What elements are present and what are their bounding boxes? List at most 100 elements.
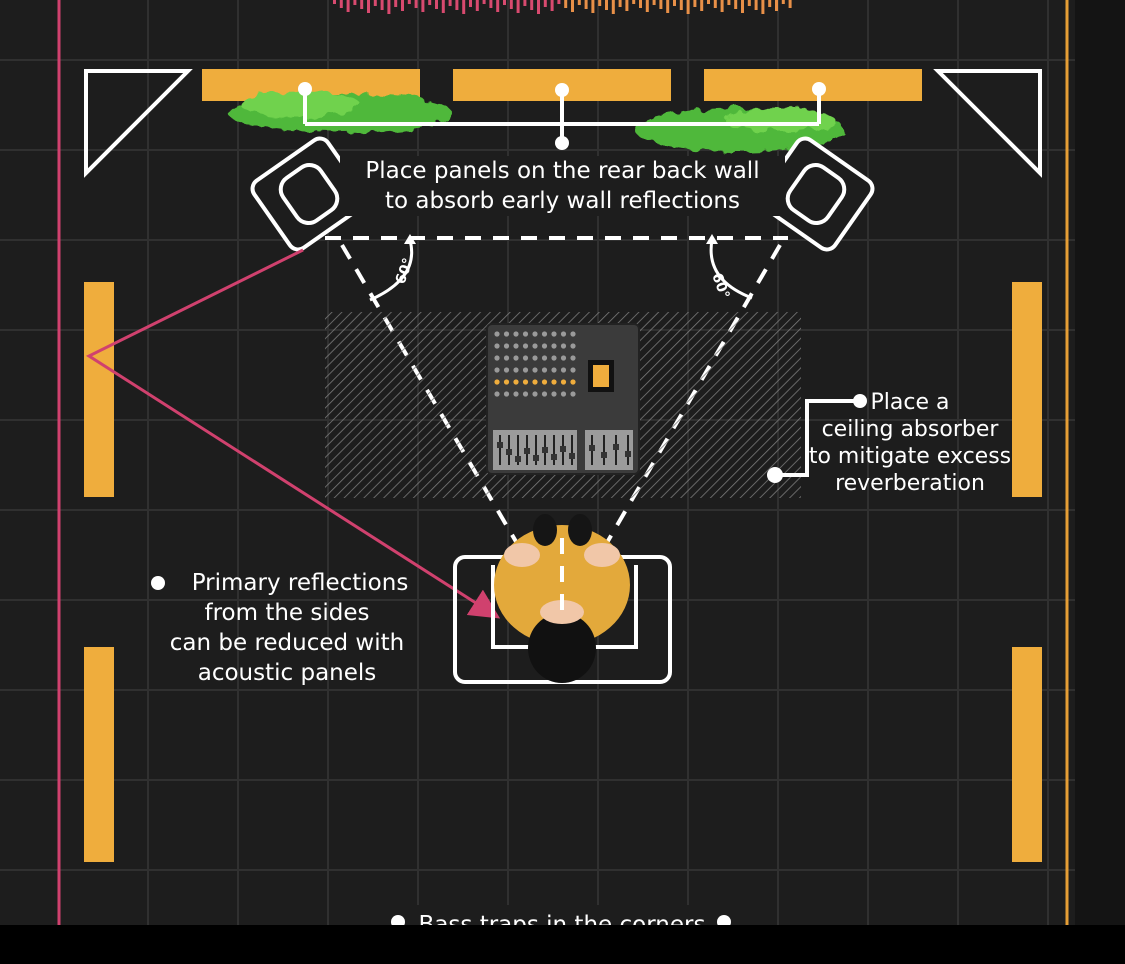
callout-dot	[853, 394, 867, 408]
console-knob	[551, 331, 557, 337]
waveform-bar	[713, 0, 717, 8]
console-knob	[513, 391, 519, 397]
waveform-bar	[401, 0, 404, 11]
rear-wall-caption-line: Place panels on the rear back wall	[365, 158, 760, 184]
waveform-bar	[360, 0, 364, 9]
waveform-bar	[754, 0, 758, 10]
console-knob	[503, 331, 510, 337]
callout-dot	[555, 83, 569, 97]
console-knob	[522, 343, 529, 349]
waveform-bar	[584, 0, 588, 9]
waveform-bar	[469, 0, 472, 7]
angle-arc-left	[369, 239, 414, 302]
console-fader-slot	[517, 435, 519, 465]
waveform-bar	[346, 0, 350, 12]
console-knob	[522, 355, 529, 361]
console-fader-cap	[569, 453, 575, 459]
console-knob	[551, 343, 557, 349]
waveform-bar	[659, 0, 663, 9]
console-knob	[541, 343, 548, 349]
console-fader-slot	[571, 435, 573, 465]
console-fader-slot	[553, 435, 555, 465]
console-knob	[560, 343, 567, 349]
console-fader-cap	[601, 452, 607, 458]
console-knob	[513, 367, 519, 373]
console-knob	[541, 391, 548, 397]
console-knob	[551, 379, 557, 385]
console-knob	[503, 343, 510, 349]
waveform-bar	[428, 0, 432, 5]
callout-dot	[555, 136, 569, 150]
rear-panel-right	[704, 69, 922, 101]
console-fader-cap	[625, 451, 631, 457]
waveform-bar	[788, 0, 792, 8]
console-knob	[551, 367, 557, 373]
waveform-bar	[353, 0, 357, 5]
console-knob	[560, 355, 567, 361]
console-knob	[532, 331, 538, 337]
console-knob	[560, 379, 567, 385]
waveform-bar	[741, 0, 744, 13]
console-fader-cap	[589, 445, 595, 451]
console-knob	[494, 331, 500, 337]
console-fader-cap	[613, 444, 619, 450]
console-knob	[541, 379, 548, 385]
waveform-bar	[414, 0, 418, 8]
waveform-bar	[475, 0, 479, 11]
waveform-bar	[380, 0, 384, 10]
waveform-bar	[775, 0, 778, 11]
console-knob	[570, 331, 576, 337]
rear-wall-caption: Place panels on the rear back wall to ab…	[340, 156, 785, 216]
waveform-bar	[543, 0, 547, 7]
console-fader-cap	[515, 456, 521, 462]
console-knob	[494, 379, 500, 385]
waveform-bar	[618, 0, 622, 7]
ceiling-caption-line: reverberation	[835, 471, 985, 496]
side-panel-right-2	[1012, 647, 1042, 862]
console-knob	[532, 379, 538, 385]
side-caption-line: from the sides	[204, 600, 370, 626]
waveform-bar	[496, 0, 500, 12]
waveform-bar	[448, 0, 452, 6]
reflection-path	[85, 248, 501, 619]
side-reflection-caption: Primary reflections from the sides can b…	[148, 568, 426, 688]
rear-wall-caption-line: to absorb early wall reflections	[385, 188, 740, 214]
console-knob	[494, 391, 500, 397]
waveform-bar	[394, 0, 398, 7]
waveform-bar	[645, 0, 649, 12]
waveform-bar	[707, 0, 710, 4]
waveform-bar	[639, 0, 642, 8]
waveform-bar	[632, 0, 636, 4]
waveform-bar	[407, 0, 411, 4]
waveform-bar	[550, 0, 554, 11]
waveform-bar	[611, 0, 615, 14]
waveform-bar	[441, 0, 445, 13]
side-panel-left-2	[84, 647, 114, 862]
angle-arc-right	[709, 239, 753, 300]
console-knob	[532, 367, 538, 373]
corner-trap-left-icon	[84, 69, 193, 178]
console-knob	[522, 379, 529, 385]
console-knob	[494, 367, 500, 373]
waveform-bar	[509, 0, 513, 9]
console-fader-slot	[603, 435, 605, 465]
console-fader-cap	[542, 447, 548, 453]
console-fader-cap	[560, 446, 566, 452]
waveform-bar	[727, 0, 731, 5]
waveform-bar	[598, 0, 602, 6]
waveform-bar	[781, 0, 785, 4]
console-fader-cap	[524, 448, 530, 454]
console-knob	[560, 391, 567, 397]
ceiling-caption-line: to mitigate excess	[808, 444, 1012, 469]
console-knob	[532, 391, 538, 397]
waveform-bar	[373, 0, 377, 6]
console-knob	[570, 379, 576, 385]
console-fader-slot	[499, 435, 501, 465]
waveform-bar	[734, 0, 738, 9]
console-knob	[570, 367, 576, 373]
waveform-bar	[577, 0, 581, 5]
waveform-bar	[720, 0, 724, 12]
waveform-bar	[564, 0, 568, 8]
waveform-icon	[333, 0, 792, 14]
waveform-bar	[591, 0, 595, 13]
